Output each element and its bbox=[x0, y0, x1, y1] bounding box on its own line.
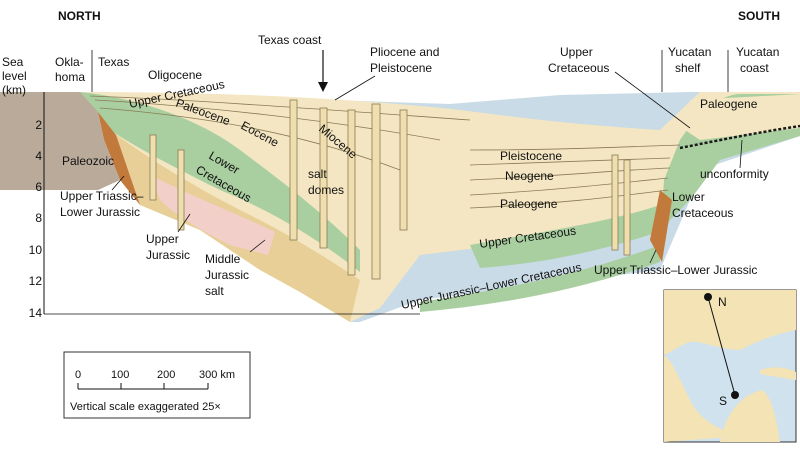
lower-cretaceous-right-line-1: Lower bbox=[672, 190, 705, 204]
pliocene-line-2: Pleistocene bbox=[370, 61, 432, 75]
inset-south-marker: S bbox=[719, 394, 727, 408]
middle-jurassic-line-3: salt bbox=[205, 284, 224, 298]
paleogene-right-label: Paleogene bbox=[700, 97, 758, 111]
north-label: NORTH bbox=[58, 9, 101, 23]
paleozoic-label: Paleozoic bbox=[62, 154, 114, 168]
oligocene-label: Oligocene bbox=[148, 68, 202, 82]
yucatan-paleogene bbox=[685, 94, 800, 140]
oklahoma-line-2: homa bbox=[55, 70, 85, 84]
salt-dome-columns bbox=[149, 99, 631, 280]
uj-lk-strip bbox=[420, 245, 660, 312]
yucatan-coast-line-2: coast bbox=[740, 61, 769, 75]
stratigraphic-lines bbox=[89, 95, 681, 209]
yucatan-coast-line-1: Yucatan bbox=[736, 45, 779, 59]
neogene-label: Neogene bbox=[505, 169, 554, 183]
inset-land-north bbox=[664, 290, 796, 355]
yucatan-shelf-line-2: shelf bbox=[675, 61, 701, 75]
axis-tick-6: 6 bbox=[35, 180, 42, 194]
axis-tick-4: 4 bbox=[35, 149, 42, 163]
axis-tick-12: 12 bbox=[29, 274, 43, 288]
scale-bar-box: 0 100 200 300 km Vertical scale exaggera… bbox=[63, 351, 251, 419]
yucatan-shelf-line-1: Yucatan bbox=[668, 45, 711, 59]
upper-jurassic-line-1: Upper bbox=[146, 232, 179, 246]
axis-tick-8: 8 bbox=[35, 211, 42, 225]
oklahoma-line-1: Okla- bbox=[55, 55, 84, 69]
geology-layers bbox=[0, 92, 800, 322]
axis-title-line-3: (km) bbox=[2, 83, 26, 97]
south-label: SOUTH bbox=[738, 9, 780, 23]
triassic-wedge-south bbox=[650, 190, 672, 262]
unconformity-line bbox=[679, 124, 800, 150]
unconformity-label: unconformity bbox=[700, 167, 769, 181]
pleistocene-label: Pleistocene bbox=[500, 149, 562, 163]
upper-triassic-right-label: Upper Triassic–Lower Jurassic bbox=[594, 263, 757, 277]
lower-cretaceous-right-line-2: Cretaceous bbox=[672, 206, 733, 220]
axis-tick-14: 14 bbox=[29, 306, 43, 320]
scale-tick-100: 100 bbox=[111, 369, 129, 381]
axis-title-line-1: Sea bbox=[2, 55, 24, 69]
scale-tick-0: 0 bbox=[75, 369, 81, 381]
salt-domes-line-2: domes bbox=[308, 183, 344, 197]
middle-jurassic-line-2: Jurassic bbox=[205, 268, 249, 282]
inset-cuba bbox=[760, 367, 796, 380]
top-labels: NORTH SOUTH Okla- homa Texas Texas coast… bbox=[55, 9, 780, 129]
inset-land-mexico bbox=[664, 355, 745, 442]
pliocene-line-1: Pliocene and bbox=[370, 45, 439, 59]
salt-domes-line-1: salt bbox=[308, 167, 327, 181]
texas-coast-label: Texas coast bbox=[258, 33, 322, 47]
axis-tick-10: 10 bbox=[29, 243, 43, 257]
axis-tick-2: 2 bbox=[35, 118, 42, 132]
depth-axis: Sea level (km) 2 4 6 8 10 12 14 bbox=[2, 55, 420, 320]
upper-triassic-left-line-1: Upper Triassic– bbox=[60, 189, 144, 203]
paleozoic-block bbox=[0, 92, 120, 190]
paleogene-mid-label: Paleogene bbox=[500, 197, 558, 211]
texas-label: Texas bbox=[98, 55, 129, 69]
upper-jurassic-line-2: Jurassic bbox=[146, 248, 190, 262]
scale-tick-300: 300 km bbox=[199, 369, 235, 381]
triassic-wedge-north bbox=[98, 112, 140, 205]
axis-title-line-2: level bbox=[2, 69, 27, 83]
inset-north-marker: N bbox=[718, 295, 727, 309]
scale-tick-200: 200 bbox=[157, 369, 175, 381]
upper-triassic-left-line-2: Lower Jurassic bbox=[60, 205, 140, 219]
upper-cretaceous-top-line-2: Cretaceous bbox=[548, 61, 609, 75]
inset-map: N S bbox=[663, 289, 797, 443]
middle-jurassic-line-1: Middle bbox=[205, 252, 241, 266]
upper-cretaceous-top-line-1: Upper bbox=[560, 45, 593, 59]
scale-note: Vertical scale exaggerated 25× bbox=[70, 401, 221, 413]
inset-land-yucatan bbox=[720, 390, 780, 442]
